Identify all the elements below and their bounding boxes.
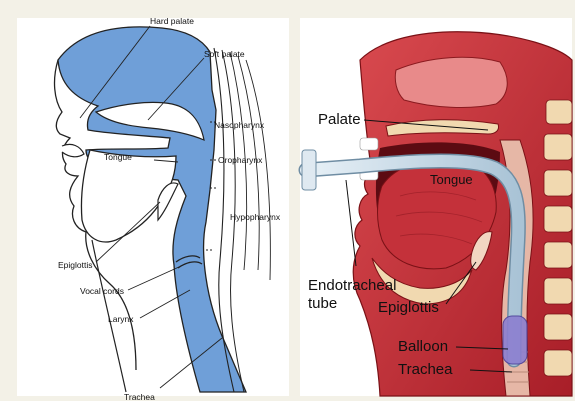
label-palate: Palate — [318, 111, 361, 128]
label-tongue-right: Tongue — [430, 172, 473, 187]
label-trachea-right: Trachea — [398, 361, 453, 378]
balloon-cuff — [503, 316, 527, 364]
label-endotracheal-2: tube — [308, 295, 337, 312]
label-balloon: Balloon — [398, 338, 448, 355]
label-endotracheal-1: Endotracheal — [308, 277, 396, 294]
label-epiglottis-right: Epiglottis — [378, 299, 439, 316]
